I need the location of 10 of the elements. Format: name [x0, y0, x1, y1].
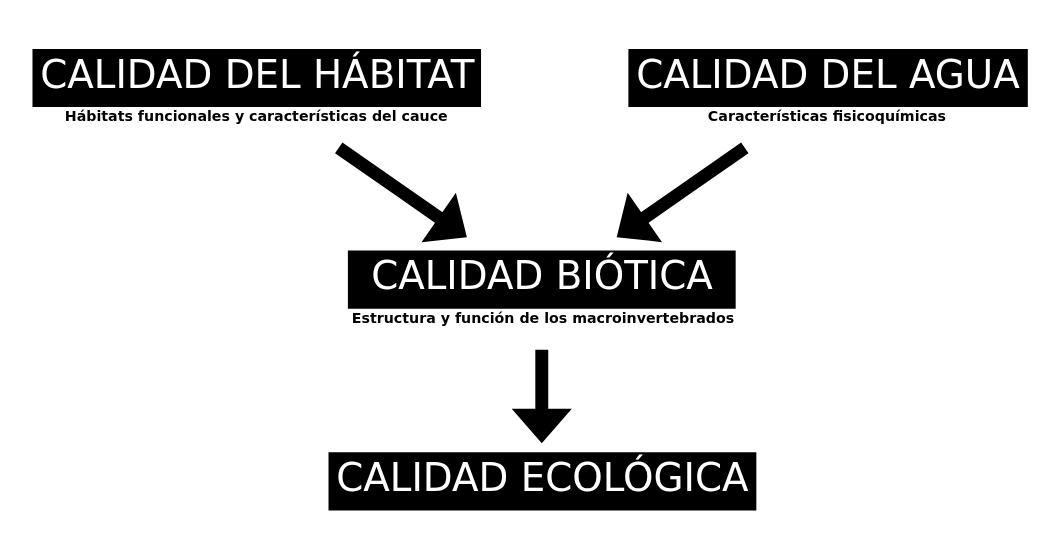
arrow [616, 142, 749, 243]
node-box: CALIDAD BIÓTICA [347, 250, 736, 309]
node-box: CALIDAD DEL HÁBITAT [32, 48, 482, 108]
arrow [511, 349, 572, 444]
node-box: CALIDAD DEL AGUA [628, 48, 1028, 108]
node-label: Estructura y función de los macroinvertebrados [351, 309, 735, 326]
arrow [335, 142, 467, 243]
node-label: Hábitats funcionales y características del cauce [64, 108, 448, 125]
node-box: CALIDAD ECOLÓGICA [328, 452, 757, 511]
node-label: Características fisicoquímicas [707, 108, 947, 125]
